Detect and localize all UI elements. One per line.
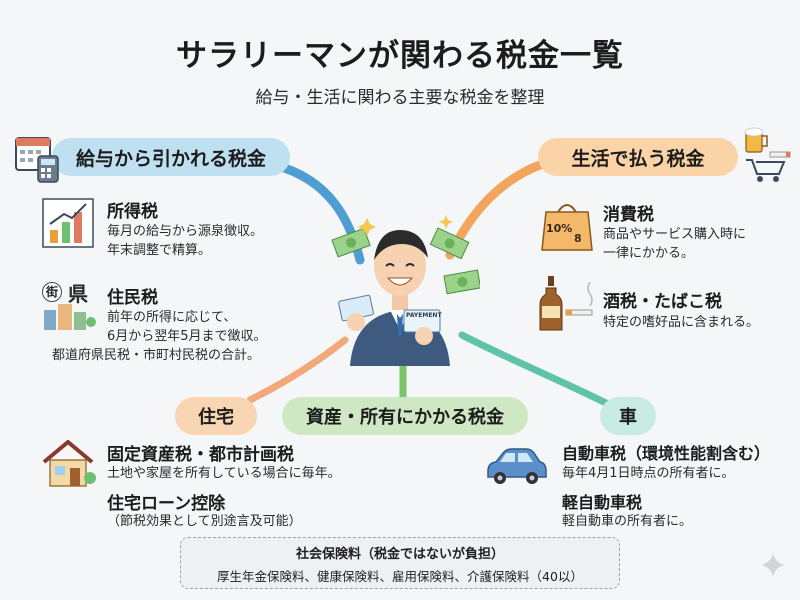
calendar-calculator-icon xyxy=(15,137,59,183)
bottle-cigarette-icon xyxy=(539,276,593,331)
social-insurance-desc: 厚生年金保険料、健康保険料、雇用保険料、介護保険料（40以） xyxy=(217,569,583,584)
prefecture-label: 県 xyxy=(68,282,88,306)
income-tax-desc-2: 年末調整で精算。 xyxy=(107,243,212,258)
category-living-taxes: 生活で払う税金 xyxy=(538,138,738,176)
social-insurance-title: 社会保険料（税金ではないが負担） xyxy=(295,547,504,562)
mortgage-deduction-name: 住宅ローン控除 xyxy=(107,494,226,514)
liquor-tobacco-tax-desc: 特定の嗜好品に含まれる。 xyxy=(603,315,760,330)
income-tax-name: 所得税 xyxy=(107,202,158,222)
resident-tax-desc-1: 前年の所得に応じて、 xyxy=(107,310,237,325)
page-subtitle: 給与・生活に関わる主要な税金を整理 xyxy=(255,88,545,108)
sparkle-icon xyxy=(761,553,785,577)
house-icon xyxy=(42,440,96,487)
resident-tax-desc-2: 6月から翌年5月まで徴収。 xyxy=(107,329,267,344)
consumption-tax-name: 消費税 xyxy=(603,205,654,225)
vehicle-tax-desc: 毎年4月1日時点の所有者に。 xyxy=(562,466,735,481)
income-tax-desc-1: 毎月の給与から源泉徴収。 xyxy=(107,224,264,239)
car-icon xyxy=(487,448,547,484)
vehicle-tax-name: 自動車税（環境性能割含む） xyxy=(562,444,771,463)
bar-chart-icon xyxy=(42,198,94,248)
consumption-tax-desc-2: 一律にかかる。 xyxy=(603,246,695,261)
tax-rate-small-label: 8 xyxy=(574,232,582,245)
category-housing: 住宅 xyxy=(175,397,257,435)
social-insurance-box: 社会保険料（税金ではないが負担） 厚生年金保険料、健康保険料、雇用保険料、介護保… xyxy=(180,537,620,589)
property-tax-name: 固定資産税・都市計画税 xyxy=(107,445,294,465)
resident-tax-name: 住民税 xyxy=(107,288,158,308)
town-badge: 街 xyxy=(42,282,62,302)
liquor-tobacco-tax-name: 酒税・たばこ税 xyxy=(603,292,722,312)
mortgage-deduction-desc: （節税効果として別途言及可能） xyxy=(107,514,302,529)
category-asset-taxes: 資産・所有にかかる税金 xyxy=(282,397,528,435)
shopping-bag-icon: 10% 8 xyxy=(540,198,594,252)
payment-card-label: PAYEMENT xyxy=(406,312,442,319)
category-salary-taxes: 給与から引かれる税金 xyxy=(52,138,290,176)
category-car: 車 xyxy=(600,397,656,435)
property-tax-desc: 土地や家屋を所有している場合に毎年。 xyxy=(107,466,341,481)
consumption-tax-desc-1: 商品やサービス購入時に xyxy=(603,227,747,242)
tax-rate-label: 10% xyxy=(546,222,573,235)
page-title: サラリーマンが関わる税金一覧 xyxy=(176,38,624,74)
light-vehicle-tax-name: 軽自動車税 xyxy=(562,493,643,512)
beer-cart-icon xyxy=(744,127,791,182)
businessman-illustration-icon xyxy=(331,215,480,366)
town-prefecture-icon: 街 県 xyxy=(40,282,98,330)
light-vehicle-tax-desc: 軽自動車の所有者に。 xyxy=(562,514,693,529)
resident-tax-desc-3: 都道府県民税・市町村民税の合計。 xyxy=(52,348,261,363)
